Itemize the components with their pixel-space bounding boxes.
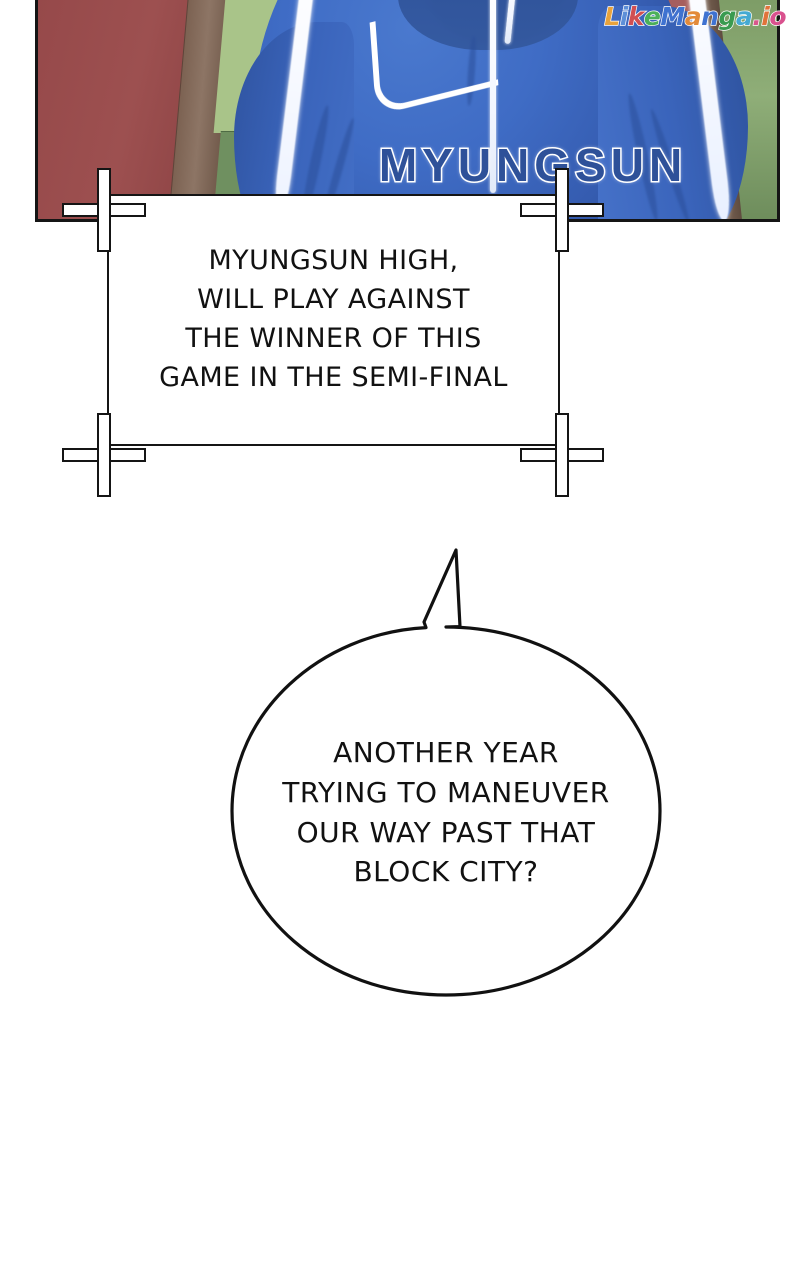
corner-mark-center-patch (557, 450, 567, 460)
speech-bubble: ANOTHER YEAR TRYING TO MANEUVER OUR WAY … (228, 543, 664, 1005)
watermark-letter: L (604, 1, 621, 31)
watermark-letter: i (619, 1, 629, 31)
comic-art-panel: MYUNGSUN (35, 0, 780, 222)
watermark-letter: k (627, 1, 645, 31)
jersey-wordmark: MYUNGSUN (377, 138, 688, 193)
watermark-letter: g (718, 1, 737, 31)
jacket-drawstring (490, 0, 496, 193)
caption-box: MYUNGSUN HIGH, WILL PLAY AGAINST THE WIN… (107, 194, 560, 446)
watermark-letter: i (761, 1, 771, 31)
speech-bubble-text: ANOTHER YEAR TRYING TO MANEUVER OUR WAY … (282, 736, 610, 889)
watermark-letter: a (684, 1, 702, 31)
site-watermark: LikeManga.io (604, 1, 788, 31)
watermark-letter: e (643, 1, 661, 31)
watermark-letter: M (660, 1, 686, 31)
caption-text: MYUNGSUN HIGH, WILL PLAY AGAINST THE WIN… (159, 245, 508, 393)
watermark-letter: n (700, 1, 719, 31)
corner-mark-horizontal-bar (62, 448, 146, 462)
speech-bubble-shape (230, 548, 662, 997)
watermark-letter: . (752, 1, 763, 31)
corner-mark-horizontal-bar (520, 448, 604, 462)
watermark-letter: o (769, 1, 788, 31)
watermark-letter: a (735, 1, 753, 31)
corner-mark-center-patch (99, 450, 109, 460)
